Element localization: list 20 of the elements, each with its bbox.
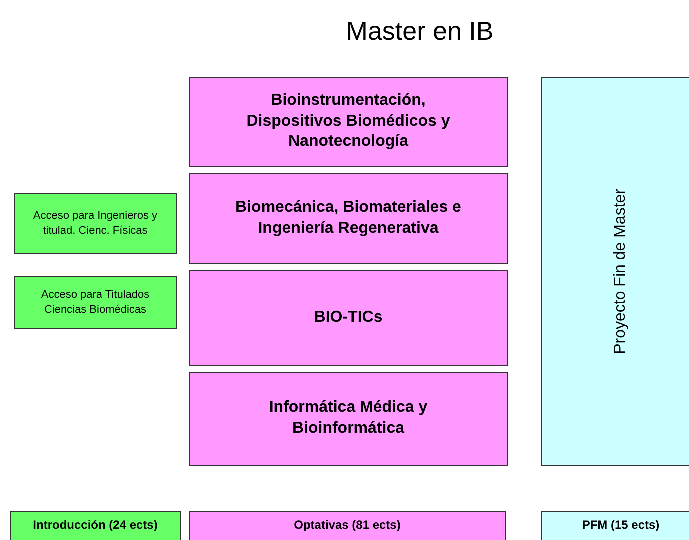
credits-box (10, 511, 181, 540)
diagram-title: Master en IB (345, 16, 495, 47)
box-label: Proyecto Fin de Master (610, 188, 630, 354)
box-label: Optativas (81 ects) (294, 518, 401, 534)
box-label: BIO-TICs (313, 308, 384, 328)
module-box (189, 77, 508, 167)
module-box (189, 173, 508, 264)
credits-box (189, 511, 506, 540)
box-label: Bioinstrumentación, Dispositivos Biomédicos y Nanotecnología (246, 90, 452, 152)
box-label: Acceso para Ingenieros y titulad. Cienc. Físicas (32, 209, 159, 238)
module-box (189, 270, 508, 366)
access-box (14, 193, 177, 254)
box-label: Biomecánica, Biomateriales e Ingeniería Regenerativa (234, 198, 462, 238)
box-label: Acceso para Titulados Ciencias Biomédicas (40, 288, 151, 317)
box-label: PFM (15 ects) (582, 518, 660, 534)
box-label: Informática Médica y Bioinformática (268, 398, 429, 439)
module-box (189, 372, 508, 466)
box-label: Introducción (24 ects) (33, 518, 158, 534)
access-box (14, 276, 177, 329)
project-box (541, 77, 689, 466)
